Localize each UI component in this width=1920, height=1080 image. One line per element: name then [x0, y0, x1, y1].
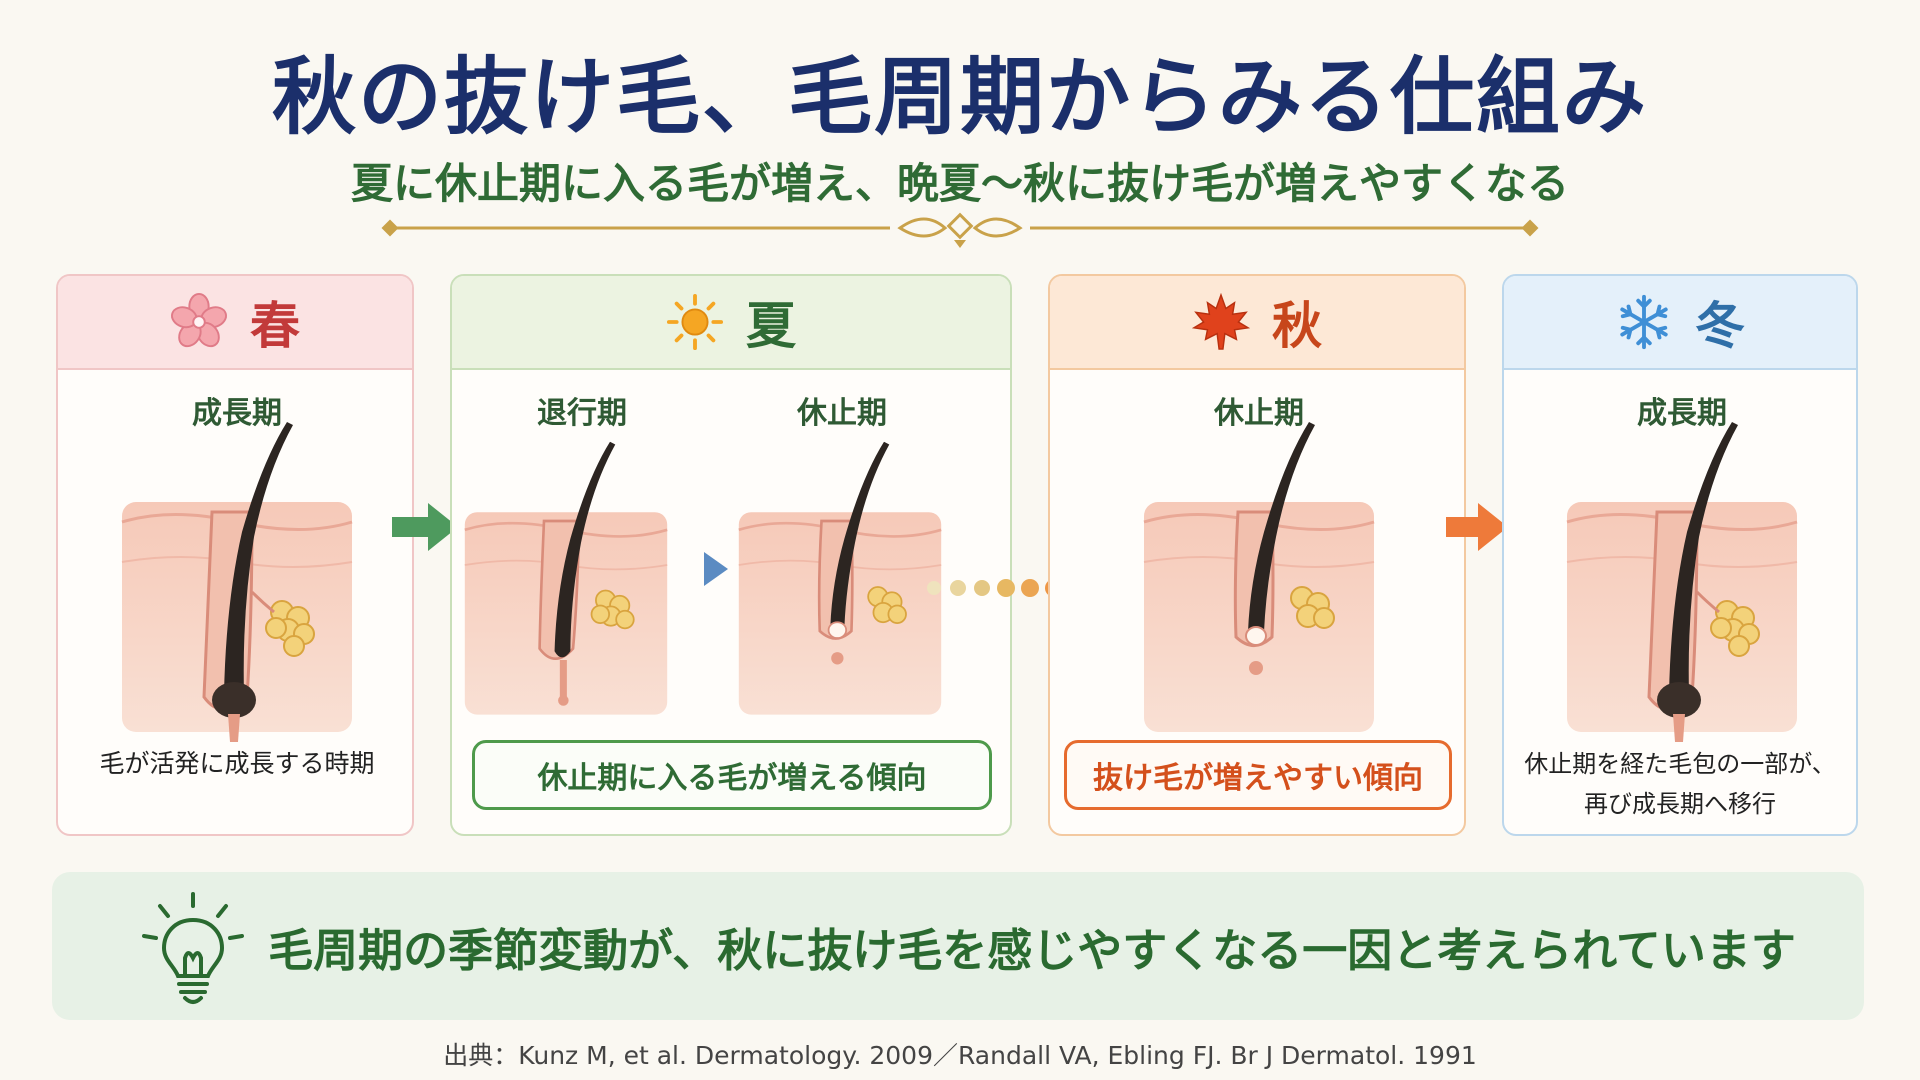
hair-follicle-catagen — [456, 422, 676, 752]
summer-label: 夏 — [746, 297, 796, 355]
autumn-label: 秋 — [1272, 297, 1322, 355]
cherry-blossom-icon — [171, 293, 227, 348]
autumn-card: 秋 休止期 抜け毛が増えやすい傾向 — [1048, 274, 1466, 836]
spring-header: 春 — [58, 276, 412, 370]
hair-follicle-anagen-winter — [1557, 422, 1807, 752]
spring-phase: 成長期 — [192, 396, 282, 431]
summer-card: 夏 退行期 休止期 休止期に入る毛が増える傾向 — [450, 274, 1012, 836]
page-subtitle: 夏に休止期に入る毛が増え、晩夏〜秋に抜け毛が増えやすくなる — [350, 159, 1569, 208]
hair-follicle-telogen-autumn — [1134, 422, 1384, 752]
conclusion-box: 毛周期の季節変動が、秋に抜け毛を感じやすくなる一因と考えられています — [52, 872, 1864, 1020]
winter-header: 冬 — [1504, 276, 1856, 370]
lightbulb-icon — [142, 892, 244, 1004]
winter-label: 冬 — [1695, 297, 1745, 355]
sun-icon — [666, 293, 724, 351]
maple-leaf-icon — [1192, 293, 1250, 350]
page-title: 秋の抜け毛、毛周期からみる仕組み — [271, 48, 1648, 146]
hair-follicle-anagen — [112, 422, 362, 752]
winter-card: 冬 成長期 休止期を経た毛包の一部が、 再び成長期へ移行 — [1502, 274, 1858, 836]
autumn-note-box: 抜け毛が増えやすい傾向 — [1064, 740, 1452, 810]
arrow-catagen-to-telogen — [704, 552, 728, 586]
spring-label: 春 — [250, 297, 300, 355]
arrow-autumn-to-winter — [1446, 503, 1508, 551]
summer-header: 夏 — [452, 276, 1010, 370]
winter-note-line1: 休止期を経た毛包の一部が、 — [1524, 750, 1836, 778]
autumn-phase: 休止期 — [1214, 396, 1304, 431]
source-citation: 出典：Kunz M, et al. Dermatology. 2009／Rand… — [443, 1041, 1477, 1070]
conclusion-text: 毛周期の季節変動が、秋に抜け毛を感じやすくなる一因と考えられています — [268, 923, 1796, 977]
winter-note: 休止期を経た毛包の一部が、 再び成長期へ移行 — [1504, 744, 1856, 824]
summer-phase-telogen: 休止期 — [797, 396, 887, 431]
winter-note-line2: 再び成長期へ移行 — [1584, 790, 1776, 818]
spring-card: 春 成長期 毛が活発に成長する時期 — [56, 274, 414, 836]
summer-phase-catagen: 退行期 — [537, 396, 627, 431]
spring-note: 毛が活発に成長する時期 — [99, 749, 375, 778]
winter-phase: 成長期 — [1637, 396, 1727, 431]
hair-follicle-telogen-summer — [730, 422, 950, 752]
ornamental-divider — [381, 212, 1539, 248]
snowflake-icon — [1620, 294, 1668, 350]
summer-note-box: 休止期に入る毛が増える傾向 — [472, 740, 992, 810]
arrow-spring-to-summer — [392, 503, 458, 551]
autumn-header: 秋 — [1050, 276, 1464, 370]
